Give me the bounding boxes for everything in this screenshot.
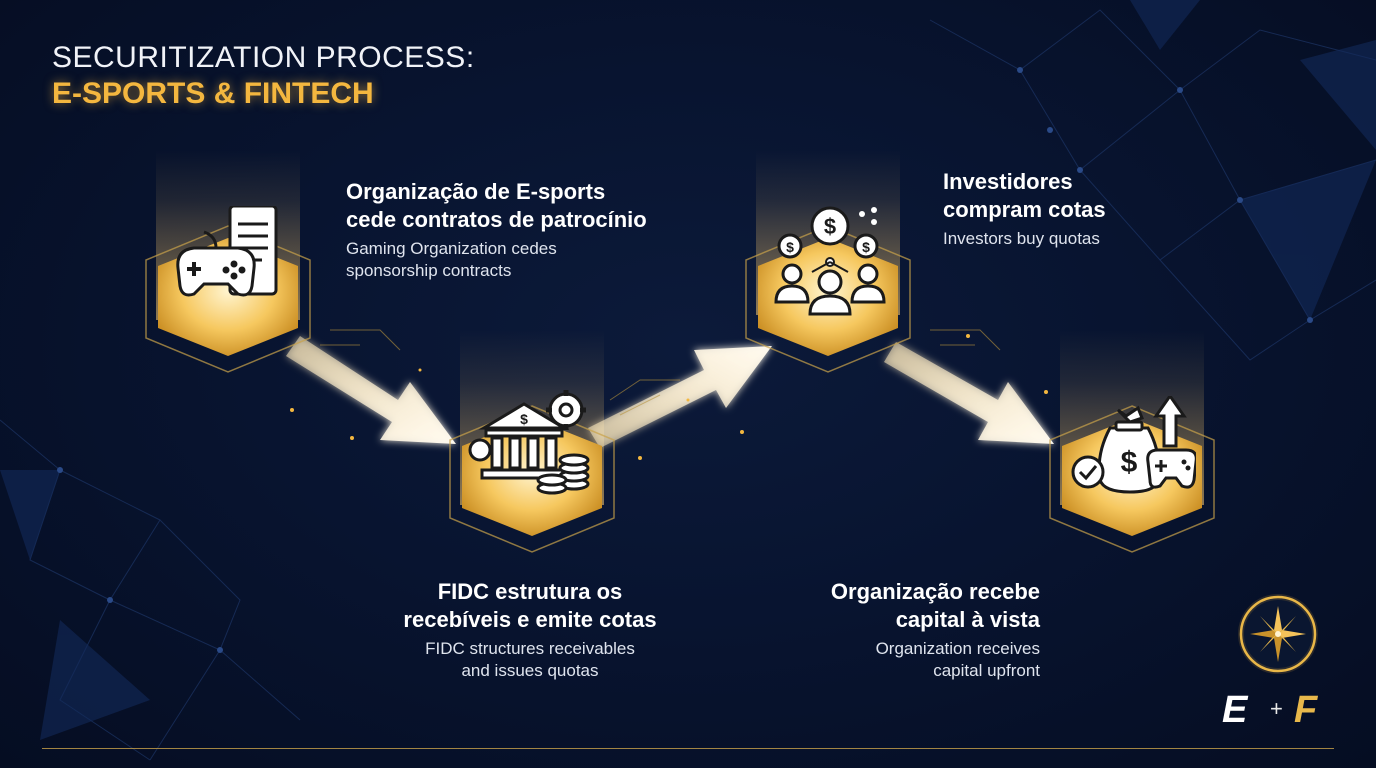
arrow-2 — [588, 346, 772, 448]
step-2-title: FIDC estrutura os recebíveis e emite cot… — [330, 578, 730, 634]
page-title: SECURITIZATION PROCESS: E-SPORTS & FINTE… — [52, 40, 475, 112]
logo-plus: + — [1270, 696, 1283, 721]
step-node-4: $ — [1042, 396, 1222, 560]
gamepad-contract-icon — [176, 206, 278, 297]
step-2-subtitle: FIDC structures receivables and issues q… — [330, 638, 730, 682]
step-4-subtitle-line1: Organization receives — [875, 639, 1040, 658]
step-node-1 — [138, 206, 318, 380]
title-line1: SECURITIZATION PROCESS: — [52, 41, 475, 74]
step-2-subtitle-line2: and issues quotas — [461, 661, 599, 680]
step-4-title-line2: capital à vista — [895, 607, 1040, 632]
compass-rose-icon — [1238, 594, 1318, 674]
bottom-divider — [42, 748, 1334, 749]
step-3-title: Investidores compram cotas — [943, 168, 1243, 224]
step-3-subtitle-line1: Investors buy quotas — [943, 229, 1100, 248]
step-4-subtitle: Organization receives capital upfront — [740, 638, 1040, 682]
step-1-subtitle-line2: sponsorship contracts — [346, 261, 512, 280]
step-2-subtitle-line1: FIDC structures receivables — [425, 639, 635, 658]
step-1-title-line2: cede contratos de patrocínio — [346, 207, 647, 232]
investors-money-icon: $ $ $ — [774, 206, 886, 316]
step-1-title-line1: Organização de E-sports — [346, 179, 606, 204]
step-2-title-line2: recebíveis e emite cotas — [403, 607, 657, 632]
step-1-subtitle-line1: Gaming Organization cedes — [346, 239, 557, 258]
title-line2: E-SPORTS & FINTECH — [52, 77, 374, 110]
step-1-text: Organização de E-sports cede contratos d… — [346, 178, 746, 282]
svg-text:$: $ — [786, 239, 794, 255]
step-4-text: Organização recebe capital à vista Organ… — [740, 578, 1040, 682]
step-3-title-line1: Investidores — [943, 169, 1073, 194]
step-1-title: Organização de E-sports cede contratos d… — [346, 178, 746, 234]
step-node-3: $ $ $ — [738, 206, 918, 380]
money-bag-growth-icon: $ — [1071, 396, 1196, 494]
step-1-subtitle: Gaming Organization cedes sponsorship co… — [346, 238, 746, 282]
brand-logo: E + F — [1222, 690, 1334, 730]
arrow-3 — [884, 342, 1054, 444]
svg-text:$: $ — [824, 214, 836, 239]
bank-gear-coins-icon: $ — [468, 390, 590, 495]
svg-text:$: $ — [1121, 446, 1138, 479]
svg-text:$: $ — [862, 239, 870, 255]
step-node-2: $ — [442, 390, 622, 560]
svg-text:$: $ — [520, 411, 528, 427]
step-3-subtitle: Investors buy quotas — [943, 228, 1243, 250]
logo-e: E — [1222, 689, 1248, 731]
step-4-subtitle-line2: capital upfront — [933, 661, 1040, 680]
step-3-text: Investidores compram cotas Investors buy… — [943, 168, 1243, 250]
step-4-title: Organização recebe capital à vista — [740, 578, 1040, 634]
step-2-title-line1: FIDC estrutura os — [437, 579, 623, 604]
arrow-1 — [286, 336, 456, 444]
step-4-title-line1: Organização recebe — [830, 579, 1040, 604]
step-2-text: FIDC estrutura os recebíveis e emite cot… — [330, 578, 730, 682]
logo-f: F — [1294, 689, 1318, 731]
step-3-title-line2: compram cotas — [943, 197, 1106, 222]
